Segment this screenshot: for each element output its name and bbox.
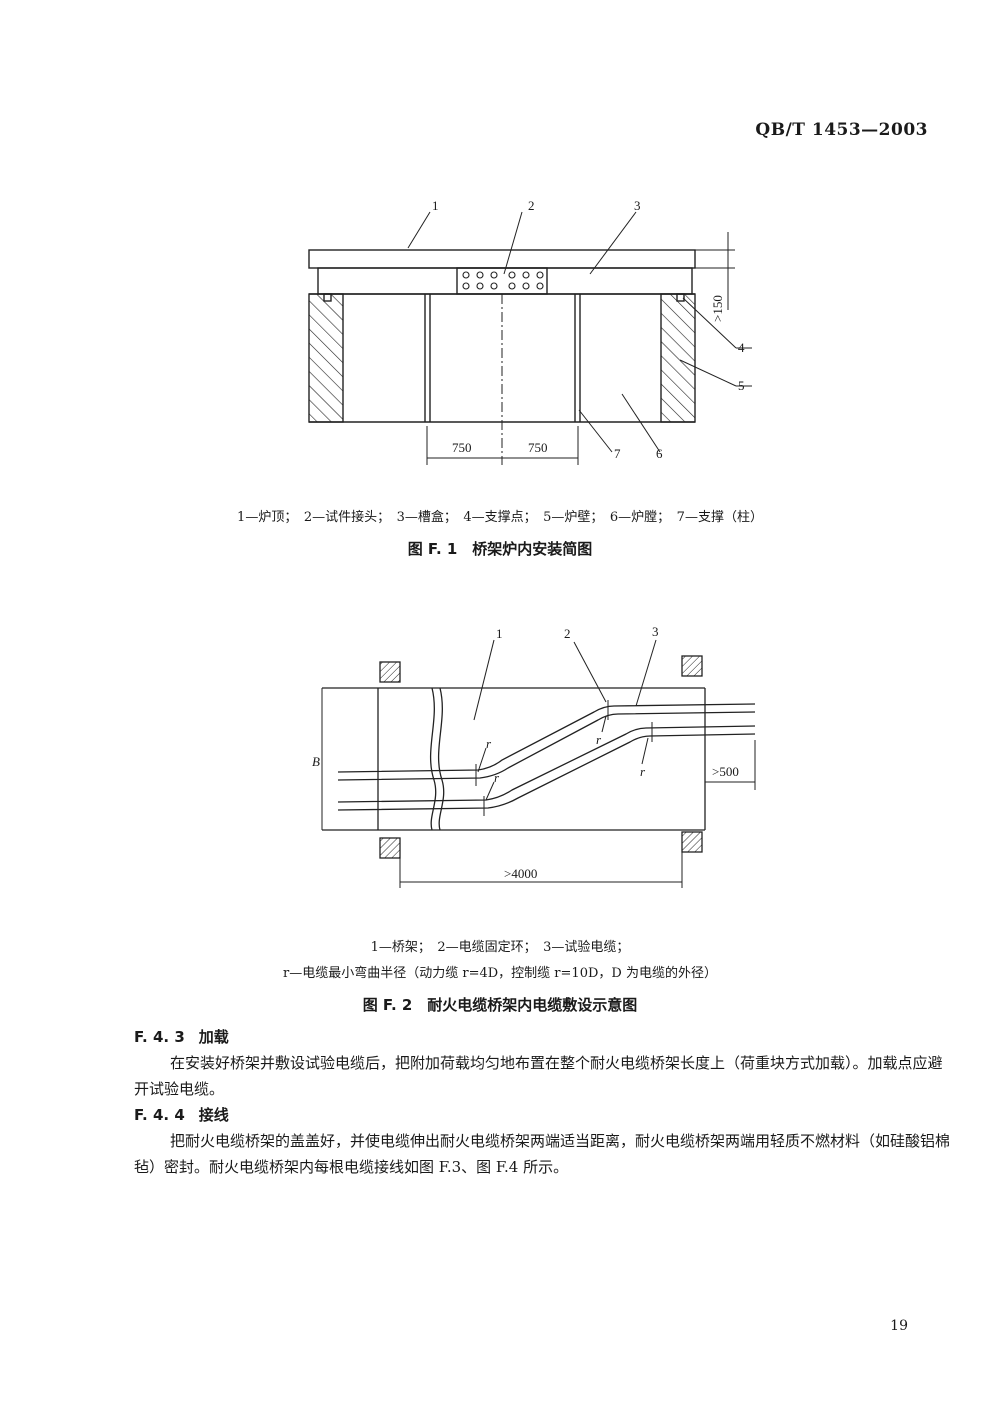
- standard-number: QB/T 1453—2003: [755, 120, 928, 140]
- support-point-right: [676, 293, 685, 302]
- section-f43-title: 加载: [198, 1028, 229, 1046]
- block-bottom-right: [681, 831, 703, 853]
- f1-dim-right: 750: [528, 440, 548, 455]
- furnace-wall-left: [308, 293, 344, 423]
- block-top-right: [681, 655, 703, 677]
- f1-callout-5: 5: [738, 378, 745, 393]
- figure-f1-caption: 图 F. 1 桥架炉内安装简图: [407, 540, 593, 558]
- test-joint: [456, 267, 548, 295]
- section-f43-heading: F. 4. 3 加载: [134, 1026, 229, 1047]
- section-f44-heading: F. 4. 4 接线: [134, 1104, 229, 1125]
- section-f43-body: 在安装好桥架并敷设试验电缆后，把附加荷载均匀地布置在整个耐火电缆桥架长度上（荷重…: [134, 1054, 943, 1098]
- section-f44-title: 接线: [198, 1106, 229, 1124]
- page-number: 19: [890, 1318, 908, 1334]
- figure-f2-legend-line1: 1—桥架； 2—电缆固定环； 3—试验电缆；: [370, 940, 630, 955]
- f1-callout-7: 7: [614, 446, 621, 461]
- f2-label-r1: r: [486, 736, 492, 751]
- f2-callout-1: 1: [496, 626, 503, 641]
- f2-label-b: B: [312, 754, 320, 769]
- f1-callout-6: 6: [656, 446, 663, 461]
- furnace-wall-right: [660, 293, 696, 423]
- f1-callout-1: 1: [432, 198, 439, 213]
- block-top-left: [379, 661, 401, 683]
- f2-callout-3: 3: [652, 624, 659, 639]
- f1-dim-left: 750: [452, 440, 472, 455]
- support-point-left: [323, 293, 332, 302]
- f2-callout-2: 2: [564, 626, 571, 641]
- furnace-roof: [308, 249, 696, 269]
- f2-label-r4: r: [640, 764, 646, 779]
- f2-label-r2: r: [494, 770, 500, 785]
- figure-f2-caption: 图 F. 2 耐火电缆桥架内电缆敷设示意图: [362, 996, 638, 1014]
- f1-dim-height: >150: [710, 295, 725, 322]
- figure-f2-legend-line2: r—电缆最小弯曲半径（动力缆 r=4D，控制缆 r=10D，D 为电缆的外径）: [283, 966, 717, 981]
- f1-callout-3: 3: [634, 198, 641, 213]
- f2-dim-length: >4000: [504, 866, 537, 881]
- section-f44-body: 把耐火电缆桥架的盖盖好，并使电缆伸出耐火电缆桥架两端适当距离，耐火电缆桥架两端用…: [134, 1132, 951, 1176]
- figure-f1-diagram: 1 2 3 4 5 6 7 750 750 >150: [308, 198, 752, 465]
- f2-dim-end: >500: [712, 764, 739, 779]
- block-bottom-left: [379, 837, 401, 859]
- f1-callout-4: 4: [738, 340, 745, 355]
- figure-f2-diagram: 1 2 3 B r r r r >4000 >500: [312, 624, 756, 888]
- section-f44-number: F. 4. 4: [134, 1106, 185, 1124]
- figure-f1-legend: 1—炉顶； 2—试件接头； 3—槽盒； 4—支撑点； 5—炉壁； 6—炉膛； 7…: [237, 510, 763, 525]
- f2-label-r3: r: [596, 732, 602, 747]
- f1-callout-2: 2: [528, 198, 535, 213]
- section-f43-number: F. 4. 3: [134, 1028, 185, 1046]
